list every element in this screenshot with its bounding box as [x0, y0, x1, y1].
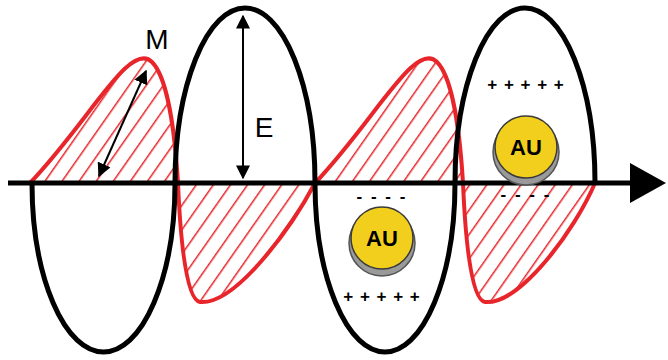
charge-signs: - - - - [357, 188, 408, 205]
element-symbol: AU [510, 135, 542, 161]
gold-nanoparticle: AU [490, 113, 562, 187]
electric-wave [32, 8, 595, 352]
gold-nanoparticle: AU [346, 204, 418, 278]
propagation-axis [8, 163, 666, 203]
charge-signs: + + + + + [343, 288, 421, 305]
field-label: M [145, 26, 168, 54]
element-symbol: AU [366, 226, 398, 252]
field-label: E [255, 114, 274, 142]
charge-signs: - - - - [501, 186, 552, 203]
magnetic-amplitude-arrow [99, 71, 146, 176]
charge-signs: + + + + + [487, 76, 565, 93]
electric-amplitude-arrow [242, 16, 244, 178]
